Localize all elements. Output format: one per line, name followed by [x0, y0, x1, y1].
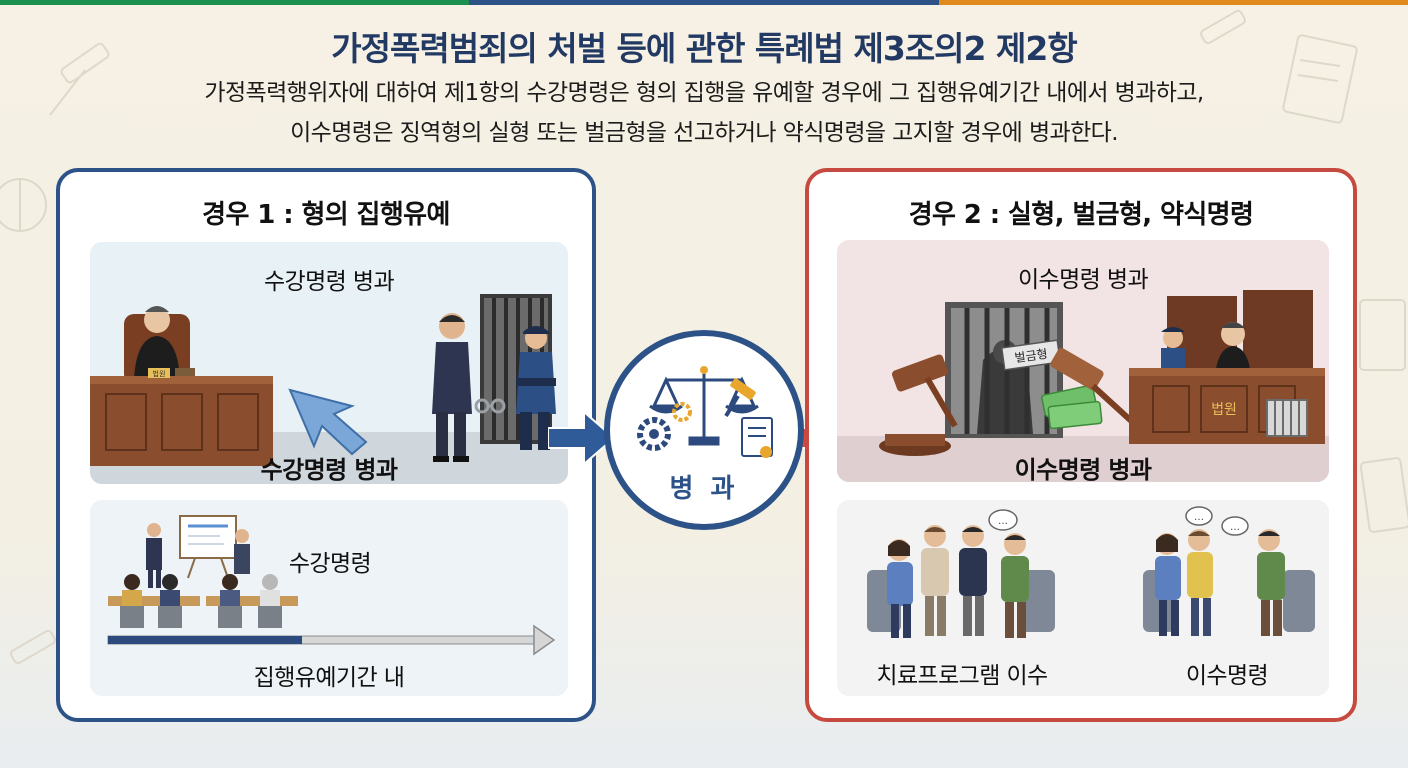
fine-sign: 벌금형	[1000, 339, 1062, 371]
center-label: 병 과	[669, 474, 739, 504]
handcuffs-icon	[474, 398, 506, 414]
fine-sign-text: 벌금형	[1014, 347, 1049, 365]
svg-text:…: …	[1194, 512, 1204, 523]
subtitle-line-1: 가정폭력행위자에 대하여 제1항의 수강명령은 형의 집행을 유예할 경우에 그…	[204, 80, 1204, 106]
bg-gavel-icon	[49, 42, 110, 116]
bg-document-icon-2	[1359, 299, 1406, 371]
svg-text:…: …	[1230, 522, 1240, 533]
case1-title: 경우 1 : 형의 집행유예	[202, 200, 450, 230]
case1-bottom-label: 수강명령	[288, 551, 372, 577]
case2-card: 경우 2 : 실형, 벌금형, 약식명령 벌금형	[805, 168, 1357, 722]
stripe-green	[0, 0, 470, 5]
case2-title: 경우 2 : 실형, 벌금형, 약식명령	[908, 200, 1254, 230]
bg-document-icon-3	[1359, 457, 1408, 533]
case1-lecture-panel: 수강명령 집행유예기간 내	[90, 500, 568, 696]
case1-card: 경우 1 : 형의 집행유예 법원	[56, 168, 596, 722]
arrow-to-center	[548, 409, 616, 467]
case2-top-caption: 이수명령 병과	[1014, 456, 1152, 482]
bench-nameplate: 법원	[1211, 402, 1237, 418]
defendant-icon	[432, 313, 472, 462]
case2-left-label: 치료프로그램 이수	[876, 663, 1048, 689]
small-cage-icon	[1266, 399, 1308, 437]
page-title: 가정폭력범죄의 처벌 등에 관한 특례법 제3조의2 제2항	[331, 29, 1077, 68]
classroom-lecture-icon	[108, 515, 298, 628]
top-color-stripe	[0, 0, 1408, 5]
center-concurrent-imposition: 병 과	[604, 330, 804, 530]
certificate-icon	[741, 417, 773, 458]
jail-cell-icon	[945, 302, 1063, 438]
bg-gavel-icon-3	[1200, 9, 1246, 45]
case1-timeline-label: 집행유예기간 내	[253, 665, 405, 691]
bg-gavel-icon-2	[10, 629, 56, 665]
group-therapy-icon: …	[867, 509, 1055, 638]
bg-scales-icon	[0, 178, 47, 232]
stripe-blue	[469, 0, 939, 5]
page-subtitle: 가정폭력행위자에 대하여 제1항의 수강명령은 형의 집행을 유예할 경우에 그…	[20, 73, 1388, 153]
gavel-icon	[724, 378, 756, 418]
money-icon	[1041, 384, 1103, 430]
counseling-icon: … …	[1143, 506, 1315, 636]
case1-courtroom-panel: 법원	[90, 242, 568, 484]
case2-program-panel: … … …	[837, 500, 1329, 696]
prison-guard-icon	[516, 326, 556, 450]
svg-text:…: …	[998, 516, 1008, 527]
case2-sentencing-panel: 벌금형	[837, 240, 1329, 482]
case2-right-label: 이수명령	[1185, 663, 1269, 689]
gear-icon	[637, 402, 692, 451]
stripe-orange	[938, 0, 1408, 5]
pointer-arrow-icon	[288, 388, 368, 456]
judge-bench-icon	[90, 368, 273, 466]
gavel-icon	[879, 354, 958, 456]
timeline-arrow-icon	[107, 624, 556, 656]
case1-top-heading: 수강명령 병과	[263, 269, 395, 295]
judge-nameplate: 법원	[153, 369, 166, 378]
bg-document-icon	[1282, 34, 1358, 124]
case1-top-caption: 수강명령 병과	[260, 456, 398, 484]
subtitle-line-2: 이수명령은 징역형의 실형 또는 벌금형을 선고하거나 약식명령을 고지할 경우…	[290, 120, 1118, 146]
case2-top-heading: 이수명령 병과	[1017, 267, 1149, 293]
